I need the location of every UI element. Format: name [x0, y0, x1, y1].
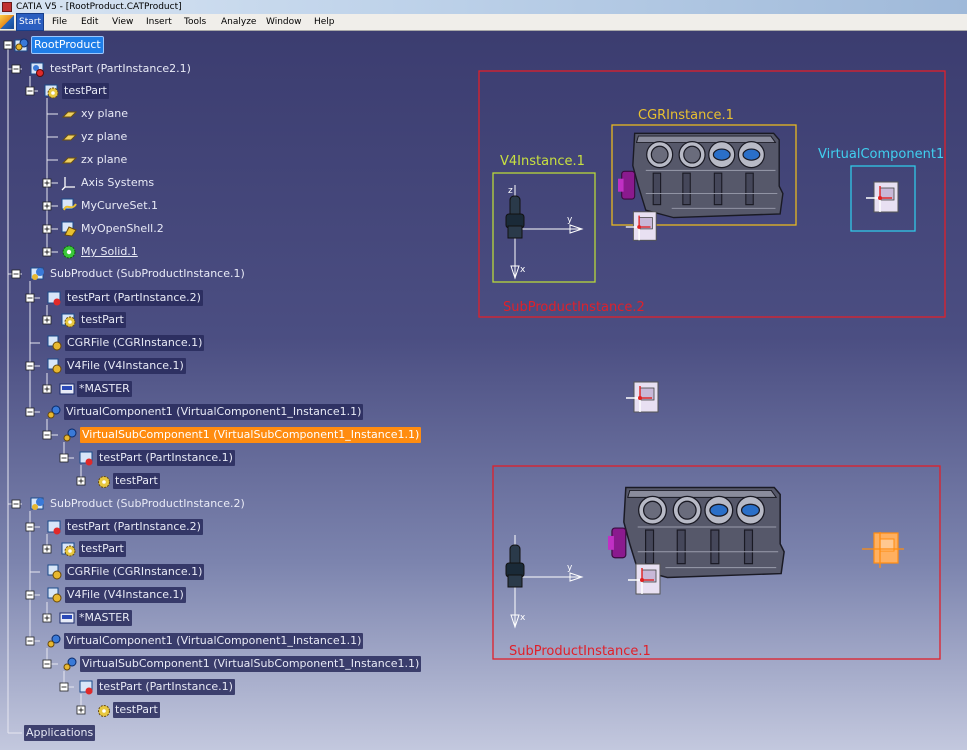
subproduct-instance-1-label: SubProductInstance.1 — [509, 644, 651, 659]
subproduct-instance-1-bbox[interactable] — [492, 465, 941, 660]
gear-icon — [61, 313, 76, 328]
collapse-toggle-n17 — [42, 430, 52, 440]
engine-model-top[interactable] — [618, 132, 784, 219]
collapse-toggle-n11 — [25, 293, 35, 303]
cgr-file-icon — [47, 335, 62, 351]
tree-label: RootProduct — [31, 36, 104, 54]
expand-toggle-n29 — [76, 705, 86, 715]
solid-icon — [62, 245, 76, 259]
menu-edit[interactable]: Edit — [81, 17, 99, 27]
gear-icon — [61, 542, 76, 557]
plane-icon — [61, 157, 77, 164]
cgr-instance-bbox[interactable] — [611, 124, 797, 226]
part-gizmo-virtual[interactable] — [865, 181, 899, 213]
v4-axis-top: y x z — [505, 185, 584, 280]
collapse-toggle-n14 — [25, 361, 35, 371]
part-gizmo-middle[interactable] — [625, 381, 659, 413]
virtual-component-icon — [47, 634, 61, 648]
axis-x-label-2: x — [520, 613, 526, 623]
collapse-toggle-root — [3, 40, 13, 50]
virtual-component-label: VirtualComponent1 — [818, 147, 944, 162]
gear-icon — [98, 705, 110, 717]
expand-toggle-n12 — [42, 315, 52, 325]
expand-toggle-n9 — [42, 247, 52, 257]
collapse-toggle-n24 — [25, 590, 35, 600]
subproduct-instance-2-label: SubProductInstance.2 — [503, 300, 645, 315]
catia-compass-icon[interactable] — [0, 15, 14, 29]
menu-view[interactable]: View — [112, 17, 134, 27]
menu-bar: Start File Edit View Insert Tools Analyz… — [0, 13, 967, 31]
menu-insert[interactable]: Insert — [146, 17, 172, 27]
collapse-toggle-n10 — [11, 269, 21, 279]
v4-file-icon — [47, 358, 62, 374]
expand-toggle-n15 — [42, 384, 52, 394]
virtual-component-icon — [47, 405, 61, 419]
part-instance-icon — [30, 62, 44, 77]
window-title: CATIA V5 - [RootProduct.CATProduct] — [16, 2, 182, 12]
product-icon — [14, 38, 29, 52]
expand-toggle-n25 — [42, 613, 52, 623]
collapse-toggle-n21 — [25, 522, 35, 532]
expand-toggle-n7 — [42, 201, 52, 211]
part-gizmo-top[interactable] — [625, 211, 657, 241]
expand-toggle-n8 — [42, 224, 52, 234]
title-bar: CATIA V5 - [RootProduct.CATProduct] — [0, 0, 967, 14]
plane-icon — [61, 134, 77, 141]
axis-system-icon — [61, 177, 75, 191]
menu-file[interactable]: File — [52, 17, 68, 27]
engine-model-bottom[interactable] — [608, 486, 785, 579]
collapse-toggle-n26 — [25, 636, 35, 646]
v4-master-icon — [59, 383, 75, 395]
v4-master-icon — [59, 612, 75, 624]
collapse-toggle-n18 — [59, 453, 69, 463]
virtual-subcomponent-icon — [63, 428, 77, 442]
collapse-toggle-n16 — [25, 407, 35, 417]
virtual-component-bbox[interactable] — [850, 165, 916, 232]
gear-icon — [44, 84, 59, 99]
expand-toggle-n19 — [76, 476, 86, 486]
expand-toggle-n22 — [42, 544, 52, 554]
v4-axis-bottom: y x — [505, 535, 584, 629]
part-instance-icon — [47, 291, 61, 306]
axis-z-label: z — [508, 186, 513, 196]
menu-analyze[interactable]: Analyze — [221, 17, 257, 27]
part-instance-icon — [79, 680, 93, 695]
axis-y-label: y — [567, 215, 573, 225]
tree-connectors — [3, 40, 86, 734]
collapse-toggle-n28 — [59, 682, 69, 692]
menu-start[interactable]: Start — [16, 13, 44, 31]
open-shell-icon — [61, 221, 77, 237]
v4-file-icon — [47, 587, 62, 603]
product-icon — [30, 267, 44, 280]
part-gizmo-bottom[interactable] — [627, 563, 661, 595]
virtual-subcomponent-highlight[interactable] — [862, 532, 904, 568]
virtual-subcomponent-icon — [63, 657, 77, 671]
curve-set-icon — [61, 198, 77, 211]
v4-instance-bbox[interactable] — [492, 172, 596, 283]
expand-toggle-n6 — [42, 178, 52, 188]
subproduct-instance-2-bbox[interactable] — [478, 70, 946, 318]
collapse-toggle-n27 — [42, 659, 52, 669]
gear-icon — [98, 476, 110, 488]
catia-app-icon — [2, 2, 12, 12]
menu-help[interactable]: Help — [314, 17, 335, 27]
cgr-file-icon — [47, 564, 62, 580]
plane-icon — [61, 111, 77, 118]
menu-window[interactable]: Window — [266, 17, 302, 27]
cgr-instance-label: CGRInstance.1 — [638, 108, 734, 123]
axis-y-label-2: y — [567, 563, 573, 573]
menu-tools[interactable]: Tools — [184, 17, 207, 27]
part-instance-icon — [47, 520, 61, 535]
v4-instance-label: V4Instance.1 — [500, 154, 585, 169]
part-instance-icon — [79, 451, 93, 466]
collapse-toggle-n2 — [25, 86, 35, 96]
axis-x-label: x — [520, 265, 526, 275]
collapse-toggle-n20 — [11, 499, 21, 509]
product-icon — [30, 497, 44, 510]
collapse-toggle-n1 — [11, 64, 21, 74]
